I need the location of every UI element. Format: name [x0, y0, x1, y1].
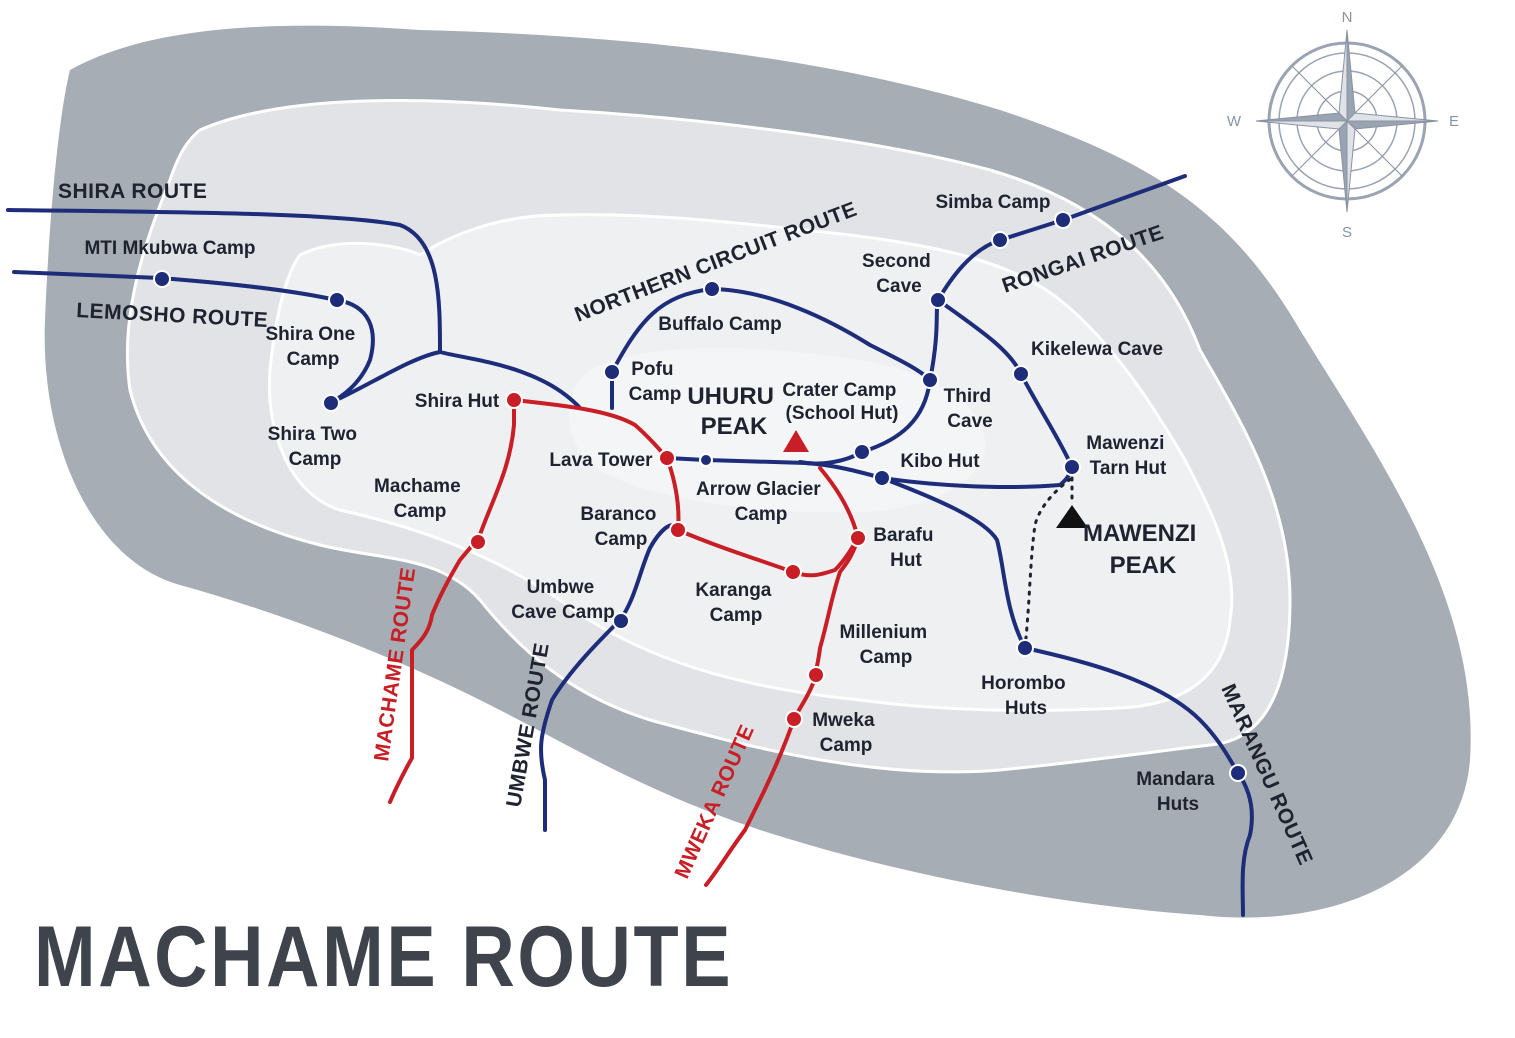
- compass-s: S: [1342, 224, 1352, 241]
- northern-circuit-line: [610, 174, 1187, 382]
- camp-label-crater: Crater Camp (School Hut): [782, 380, 901, 424]
- camp-label-karanga: Karanga Camp: [695, 580, 776, 626]
- simba-dot-2: [1054, 211, 1072, 229]
- compass-rose: N E S W: [1227, 9, 1459, 241]
- camp-label-third-cave: Third Cave: [944, 386, 997, 432]
- shira-two-dot: [322, 394, 340, 412]
- machame-ascent-line: [388, 398, 860, 804]
- marangu-line: [880, 476, 1254, 917]
- compass-w: W: [1227, 113, 1242, 130]
- summit-traverse: [665, 456, 1074, 490]
- third-cave-dot: [921, 371, 939, 389]
- machame-camp-dot: [469, 533, 487, 551]
- camp-label-simba: Simba Camp: [935, 192, 1050, 213]
- camp-label-millenium: Millenium Camp: [840, 622, 933, 668]
- camp-label-lava-tower: Lava Tower: [549, 450, 653, 471]
- shira-one-dot: [328, 291, 346, 309]
- other-routes: [6, 174, 1254, 917]
- arrow-glacier-dot: [699, 453, 713, 467]
- mawenzi-tarn-dot: [1063, 458, 1081, 476]
- route-label-shira: SHIRA ROUTE: [58, 180, 207, 203]
- baranco-dot: [669, 521, 687, 539]
- lava-tower-dot: [658, 449, 676, 467]
- camp-label-pofu: Pofu Camp: [629, 359, 682, 405]
- red-camp-dots: [469, 391, 867, 728]
- camp-label-shira-two: Shira Two Camp: [268, 424, 363, 470]
- simba-dot-1: [991, 231, 1009, 249]
- barafu-dot: [849, 529, 867, 547]
- compass-e: E: [1449, 113, 1459, 130]
- camp-label-buffalo: Buffalo Camp: [658, 314, 782, 335]
- camp-label-shira-one: Shira One Camp: [265, 324, 360, 370]
- camp-label-machame-camp: Machame Camp: [374, 476, 466, 522]
- mawenzi-peak-marker: [1056, 505, 1088, 528]
- camp-label-mti-mkubwa: MTI Mkubwa Camp: [84, 238, 255, 259]
- uhuru-peak-marker: [783, 430, 809, 452]
- compass-cardinal-points: [1255, 29, 1439, 213]
- umbwe-line: [538, 523, 678, 832]
- shira-route-line: [6, 208, 582, 410]
- second-cave-dot: [929, 291, 947, 309]
- mweka-camp-dot: [785, 710, 803, 728]
- umbwe-cave-dot: [612, 612, 630, 630]
- camp-label-second-cave: Second Cave: [862, 251, 936, 297]
- camp-label-kibo: Kibo Hut: [900, 451, 980, 472]
- kikelewa-dot: [1012, 365, 1030, 383]
- shira-two-link: [328, 350, 442, 405]
- lemosho-route-line: [12, 270, 375, 405]
- camp-label-horombo: Horombo Huts: [981, 673, 1071, 719]
- horombo-dot: [1016, 639, 1034, 657]
- camp-label-baranco: Baranco Camp: [580, 504, 661, 550]
- camp-label-umbwe-cave: Umbwe Cave Camp: [511, 577, 615, 623]
- map-title: MACHAME ROUTE: [34, 909, 734, 1005]
- camp-label-kikelewa: Kikelewa Cave: [1031, 339, 1163, 360]
- shira-hut-dot: [505, 391, 523, 409]
- camp-label-mandara: Mandara Huts: [1136, 769, 1219, 815]
- pofu-dot: [603, 363, 621, 381]
- compass-n: N: [1342, 9, 1353, 26]
- crater-dot: [853, 443, 871, 461]
- camp-label-shira-hut: Shira Hut: [415, 391, 500, 412]
- uhuru-peak-label: UHURU PEAK: [687, 383, 780, 440]
- camp-label-barafu: Barafu Hut: [873, 525, 938, 571]
- mawenzi-dotted-trail: [1023, 476, 1074, 650]
- mandara-dot: [1229, 764, 1247, 782]
- millenium-dot: [807, 666, 825, 684]
- mawenzi-peak-label: MAWENZI PEAK: [1083, 520, 1203, 579]
- karanga-dot: [784, 563, 802, 581]
- kibo-dot: [873, 469, 891, 487]
- camp-label-arrow-glacier: Arrow Glacier Camp: [696, 479, 826, 525]
- buffalo-dot: [703, 280, 721, 298]
- blue-camp-dots: [153, 211, 1247, 782]
- camp-label-mawenzi-tarn: Mawenzi Tarn Hut: [1086, 433, 1169, 479]
- mti-mkubwa-dot: [153, 270, 171, 288]
- camp-label-mweka-camp: Mweka Camp: [812, 710, 880, 756]
